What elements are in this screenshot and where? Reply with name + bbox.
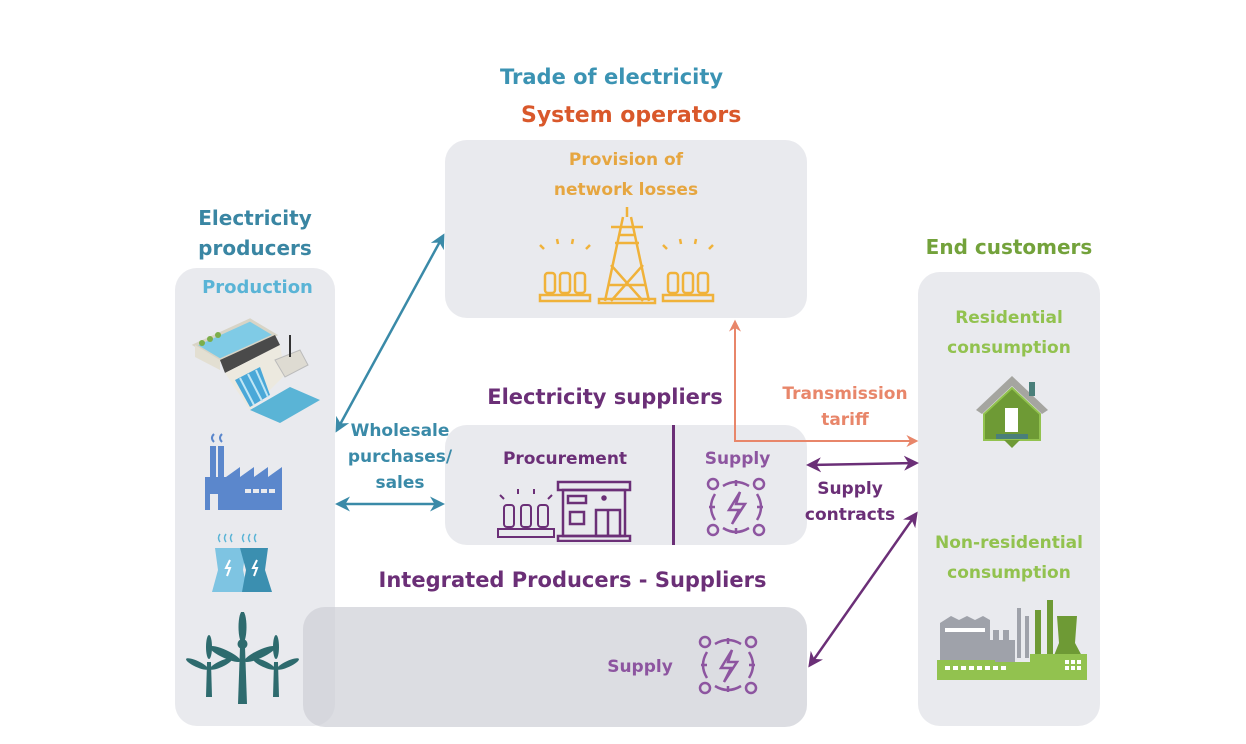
cooling-tower-icon xyxy=(212,533,272,592)
producers-title-line2: producers xyxy=(198,236,312,260)
transmission-tariff-arrow xyxy=(729,319,919,447)
transmission-tower-icon xyxy=(538,207,715,305)
wind-turbine-icon xyxy=(186,612,299,704)
suppliers-title: Electricity suppliers xyxy=(487,385,723,409)
integrated-title: Integrated Producers - Suppliers xyxy=(378,568,767,592)
power-plug-icon xyxy=(706,477,766,537)
residential-label-line1: Residential xyxy=(955,308,1063,328)
supply-contract-arrow xyxy=(806,455,919,473)
suppliers-divider xyxy=(672,425,675,545)
shop-icon xyxy=(556,480,632,542)
wholesale-label-line2: purchases/ xyxy=(347,447,453,467)
supply-contracts-label-line1: Supply xyxy=(817,479,883,499)
trade-title: Trade of electricity xyxy=(500,65,724,89)
power-plug-icon xyxy=(698,635,758,695)
integrated-supply-arrow xyxy=(808,511,918,668)
production-label: Production xyxy=(202,277,313,298)
wholesale-label-line3: sales xyxy=(375,473,425,493)
industrial-plant-icon xyxy=(937,600,1087,680)
factory-icon xyxy=(205,433,282,510)
insulator-icon xyxy=(497,489,555,538)
hydro-dam-icon xyxy=(191,318,320,423)
end-customers-title: End customers xyxy=(925,235,1093,259)
system-operators-box xyxy=(445,140,807,318)
producer-to-operator-arrow xyxy=(335,233,445,433)
network-losses-label-line1: Provision of xyxy=(568,150,684,170)
system-operators-title: System operators xyxy=(521,103,742,128)
residential-label-line2: consumption xyxy=(947,338,1071,358)
producers-title-line1: Electricity xyxy=(198,206,312,230)
house-icon xyxy=(976,376,1048,448)
network-losses-label-line2: network losses xyxy=(553,180,699,200)
integrated-supply-label: Supply xyxy=(607,657,673,677)
suppliers-supply-label: Supply xyxy=(704,449,771,469)
non-residential-label-line1: Non-residential xyxy=(935,533,1083,553)
non-residential-label-line2: consumption xyxy=(947,563,1071,583)
procurement-label: Procurement xyxy=(502,449,628,469)
